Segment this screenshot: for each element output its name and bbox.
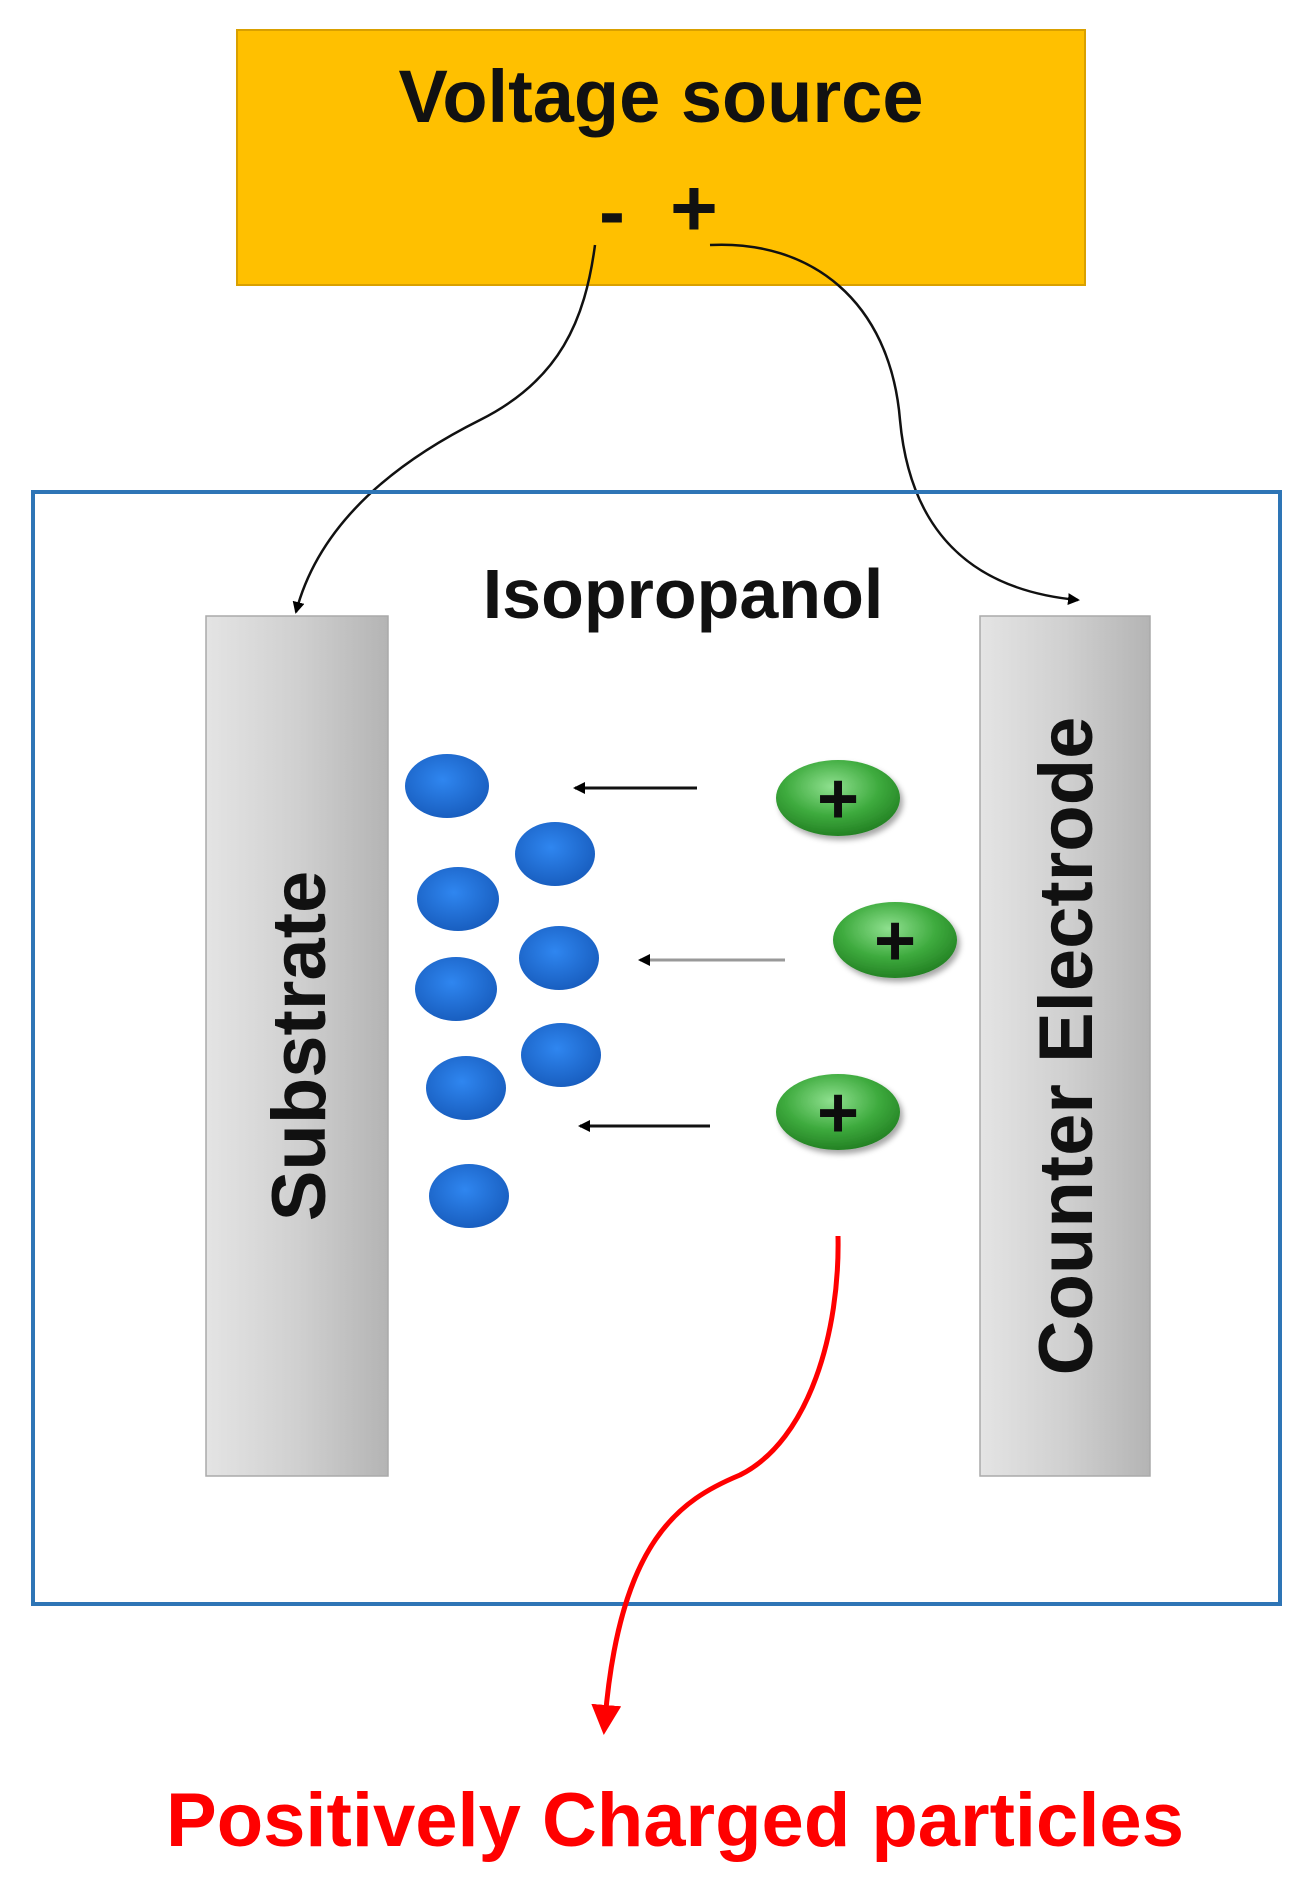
positive-particle-body	[776, 760, 900, 836]
solvent-label: Isopropanol	[483, 555, 884, 633]
positive-particle: +	[776, 1073, 900, 1153]
deposited-particles	[405, 754, 601, 1228]
deposition-cell	[31, 490, 1282, 1606]
negative-wire	[292, 244, 597, 614]
plus-icon: +	[874, 901, 916, 981]
counter-electrode-bar	[979, 615, 1151, 1477]
plus-icon: +	[817, 1073, 859, 1153]
deposited-particle	[417, 867, 499, 931]
positive-particle: +	[776, 759, 900, 839]
positive-wire	[709, 243, 1080, 606]
positive-particle-body	[833, 902, 957, 978]
callout-arrow	[591, 1235, 841, 1735]
callout-label: Positively Charged particles	[166, 1778, 1184, 1863]
counter-electrode: Counter Electrode	[979, 615, 1151, 1477]
substrate-electrode: Substrate	[205, 615, 389, 1477]
deposited-particle	[415, 957, 497, 1021]
positive-particles: + + +	[776, 759, 957, 1153]
plus-icon: +	[817, 759, 859, 839]
migration-arrows	[573, 782, 785, 1132]
substrate-label: Substrate	[257, 871, 342, 1222]
deposited-particle	[405, 754, 489, 818]
deposited-particle	[426, 1056, 506, 1120]
deposited-particle	[521, 1023, 601, 1087]
deposited-particle	[429, 1164, 509, 1228]
substrate-bar	[205, 615, 389, 1477]
positive-particle-body	[776, 1074, 900, 1150]
counter-electrode-label: Counter Electrode	[1024, 717, 1109, 1376]
voltage-source: Voltage source - +	[236, 29, 1086, 286]
deposited-particle	[515, 822, 595, 886]
voltage-source-box	[236, 29, 1086, 286]
positive-terminal: +	[670, 163, 718, 254]
negative-terminal: -	[599, 167, 625, 255]
voltage-source-title: Voltage source	[398, 55, 923, 138]
deposited-particle	[519, 926, 599, 990]
positive-particle: +	[833, 901, 957, 981]
